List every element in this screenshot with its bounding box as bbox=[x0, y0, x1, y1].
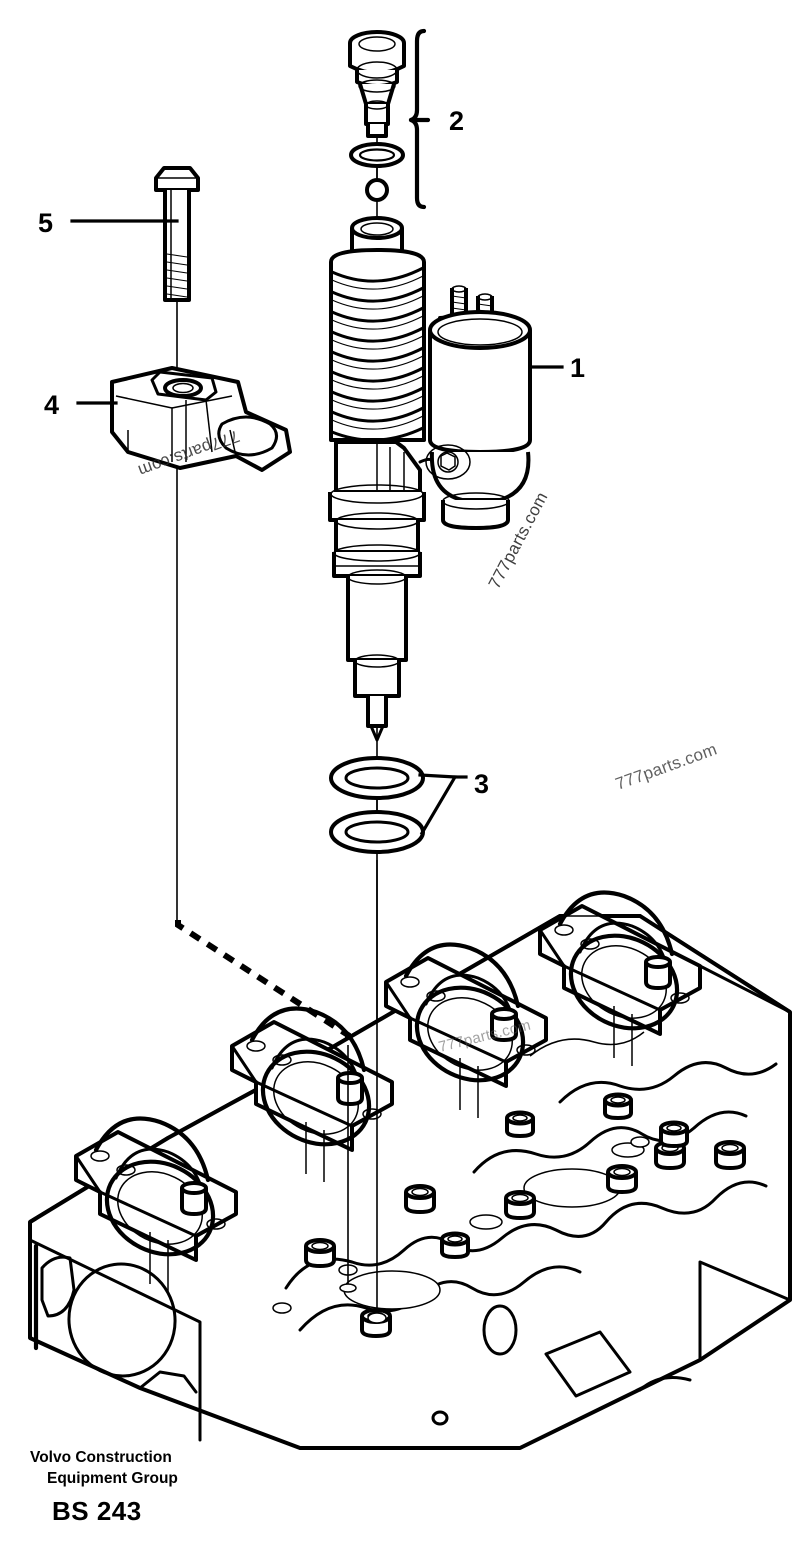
head-deck-contours bbox=[284, 1031, 778, 1332]
part-4-clamp bbox=[110, 366, 292, 472]
part-1-solenoid bbox=[418, 285, 532, 530]
valve-seat-small bbox=[469, 1214, 503, 1230]
sheet-code: BS 243 bbox=[52, 1496, 142, 1526]
callout-3-number: 3 bbox=[474, 769, 489, 799]
bearing-cap bbox=[384, 942, 548, 1118]
valve-seat bbox=[523, 1168, 621, 1208]
manufacturer-line-1: Volvo Construction bbox=[30, 1449, 172, 1466]
bearing-cap bbox=[74, 1116, 238, 1292]
oil-hole bbox=[630, 1136, 650, 1148]
callout-2-number: 2 bbox=[449, 106, 464, 136]
part-2-cap-assembly bbox=[348, 30, 406, 202]
assembly-path-dashed bbox=[175, 920, 351, 1045]
callout-4-number: 4 bbox=[44, 390, 59, 420]
oil-hole bbox=[272, 1302, 292, 1314]
bolt-threads bbox=[166, 253, 188, 298]
part-3-orings bbox=[329, 756, 425, 854]
cylinder-head bbox=[28, 890, 792, 1450]
part-injector-body bbox=[328, 216, 426, 742]
callout-1-number: 1 bbox=[570, 353, 585, 383]
callout-5-number: 5 bbox=[38, 208, 53, 238]
centerlines-overlay bbox=[339, 860, 387, 1324]
callout-3-leader bbox=[418, 773, 468, 836]
bearing-cap bbox=[230, 1006, 394, 1182]
callout-2-brace bbox=[408, 28, 431, 210]
watermark-text: 777parts.com bbox=[613, 739, 720, 793]
valve-seat bbox=[343, 1270, 441, 1310]
head-stud-bosses bbox=[304, 1092, 746, 1338]
injector-spring-coils bbox=[329, 248, 426, 442]
bearing-cap bbox=[538, 890, 702, 1066]
manufacturer-line-2: Equipment Group bbox=[47, 1470, 178, 1487]
footer-block: Volvo Construction Equipment Group BS 24… bbox=[30, 1449, 178, 1526]
part-5-bolt bbox=[154, 166, 200, 302]
